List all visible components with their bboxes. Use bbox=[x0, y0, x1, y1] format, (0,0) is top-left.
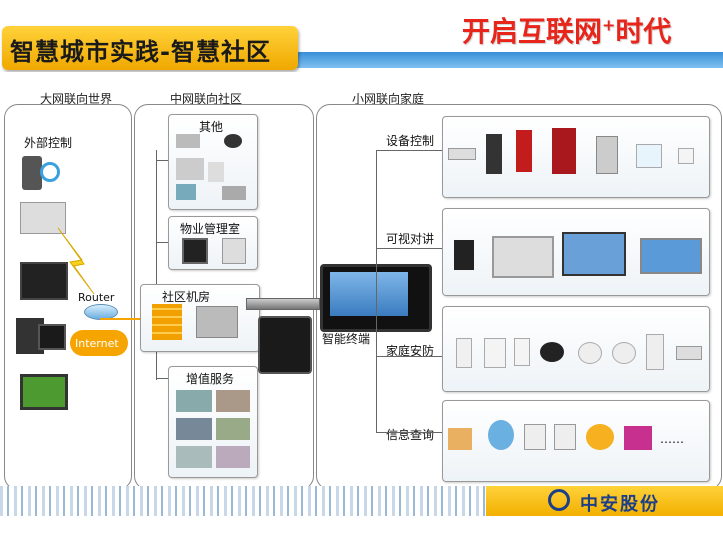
property-link bbox=[156, 242, 168, 243]
section-label-community: 中网联向社区 bbox=[170, 92, 243, 106]
washing-machine-icon bbox=[596, 136, 618, 174]
value-added-label: 增值服务 bbox=[186, 372, 235, 386]
slogan-main: 开启互联网 bbox=[462, 15, 603, 48]
other-label: 其他 bbox=[199, 120, 224, 134]
gas-meter-icon bbox=[554, 424, 576, 450]
device-control-box bbox=[442, 116, 710, 198]
dome-camera-icon bbox=[224, 134, 242, 148]
value-added-link bbox=[156, 378, 168, 379]
slogan-end: 时代 bbox=[615, 15, 672, 48]
siren-icon bbox=[646, 334, 664, 370]
intercom-panel-icon bbox=[258, 316, 312, 374]
gift-icon bbox=[624, 426, 652, 450]
desk-phone-icon bbox=[20, 202, 66, 234]
shopping-icon bbox=[448, 428, 472, 450]
info-query-box bbox=[442, 400, 710, 482]
water-meter-icon bbox=[524, 424, 546, 450]
community-room-label: 社区机房 bbox=[162, 290, 211, 304]
more-ellipsis: …… bbox=[660, 432, 684, 446]
office-monitor-icon bbox=[182, 238, 208, 264]
video-intercom-label: 可视对讲 bbox=[386, 232, 435, 246]
bottom-bar bbox=[0, 516, 723, 543]
pir-sensor-icon bbox=[514, 338, 530, 366]
laptop-icon bbox=[20, 374, 68, 410]
firewall-icon bbox=[152, 304, 182, 340]
section-label-world: 大网联向世界 bbox=[40, 92, 113, 106]
service-photo-icon bbox=[216, 390, 250, 412]
service-photo-icon bbox=[176, 446, 212, 468]
service-photo-icon bbox=[216, 446, 250, 468]
header-blue-stripe bbox=[290, 52, 723, 68]
air-conditioner-icon bbox=[448, 148, 476, 160]
gas-detector-icon bbox=[612, 342, 636, 364]
unicom-logo-icon bbox=[40, 162, 60, 182]
window-icon bbox=[636, 144, 662, 168]
switch-icon bbox=[678, 148, 694, 164]
home-trunk-line bbox=[376, 150, 377, 432]
server-icon bbox=[196, 306, 238, 338]
brand-box bbox=[486, 486, 723, 516]
property-office-label: 物业管理室 bbox=[180, 222, 241, 236]
slogan: 开启互联网+时代 bbox=[462, 10, 671, 50]
info-query-link bbox=[376, 432, 442, 433]
indoor-monitor-icon bbox=[492, 236, 554, 278]
camera-icon bbox=[176, 134, 200, 148]
security-camera-icon bbox=[540, 342, 564, 362]
kitchen-tv-icon bbox=[640, 238, 702, 274]
weather-icon bbox=[586, 424, 614, 450]
brand-name: 中安股份 bbox=[580, 494, 660, 515]
panel-icon bbox=[208, 162, 224, 182]
video-intercom-link bbox=[376, 248, 442, 249]
door-station-icon bbox=[454, 240, 474, 270]
section-label-home: 小网联向家庭 bbox=[352, 92, 425, 106]
page-title: 智慧城市实践-智慧社区 bbox=[10, 38, 271, 66]
car-icon bbox=[222, 186, 246, 200]
office-phone-icon bbox=[222, 238, 246, 264]
title-box bbox=[2, 26, 298, 70]
device-control-link bbox=[376, 150, 442, 151]
home-security-box bbox=[442, 306, 710, 392]
home-security-label: 家庭安防 bbox=[386, 344, 435, 358]
device-control-label: 设备控制 bbox=[386, 134, 435, 148]
lightning-icon bbox=[57, 227, 95, 295]
router-link bbox=[100, 318, 160, 320]
double-door-fridge-icon bbox=[552, 128, 576, 174]
map-pin-icon bbox=[488, 420, 514, 450]
router-label: Router bbox=[78, 291, 115, 304]
community-trunk-line bbox=[156, 150, 157, 380]
other-link bbox=[156, 160, 168, 161]
internet-label: Internet bbox=[75, 337, 119, 350]
home-security-link bbox=[376, 356, 442, 357]
internet-cloud-icon bbox=[70, 330, 128, 356]
fridge-icon bbox=[516, 130, 532, 172]
device-icon bbox=[176, 158, 204, 180]
smoke-detector-icon bbox=[578, 342, 602, 364]
external-control-label: 外部控制 bbox=[24, 136, 73, 150]
valve-icon bbox=[676, 346, 702, 360]
phone-icon bbox=[22, 156, 42, 190]
service-photo-icon bbox=[176, 390, 212, 412]
service-photo-icon bbox=[176, 418, 212, 440]
network-switch-icon bbox=[246, 298, 320, 310]
gate-icon bbox=[176, 184, 196, 200]
tablet-icon bbox=[20, 262, 68, 300]
terminal-screen bbox=[330, 272, 408, 316]
video-phone-icon bbox=[562, 232, 626, 276]
slogan-plus: + bbox=[602, 15, 616, 35]
brand-logo-icon bbox=[548, 489, 570, 511]
info-query-label: 信息查询 bbox=[386, 428, 435, 442]
sensor-icon bbox=[456, 338, 472, 368]
door-sensor-icon bbox=[484, 338, 506, 368]
smart-terminal-label: 智能终端 bbox=[322, 332, 371, 346]
service-photo-icon bbox=[216, 418, 250, 440]
air-purifier-icon bbox=[486, 134, 502, 174]
monitor-icon bbox=[38, 324, 66, 350]
